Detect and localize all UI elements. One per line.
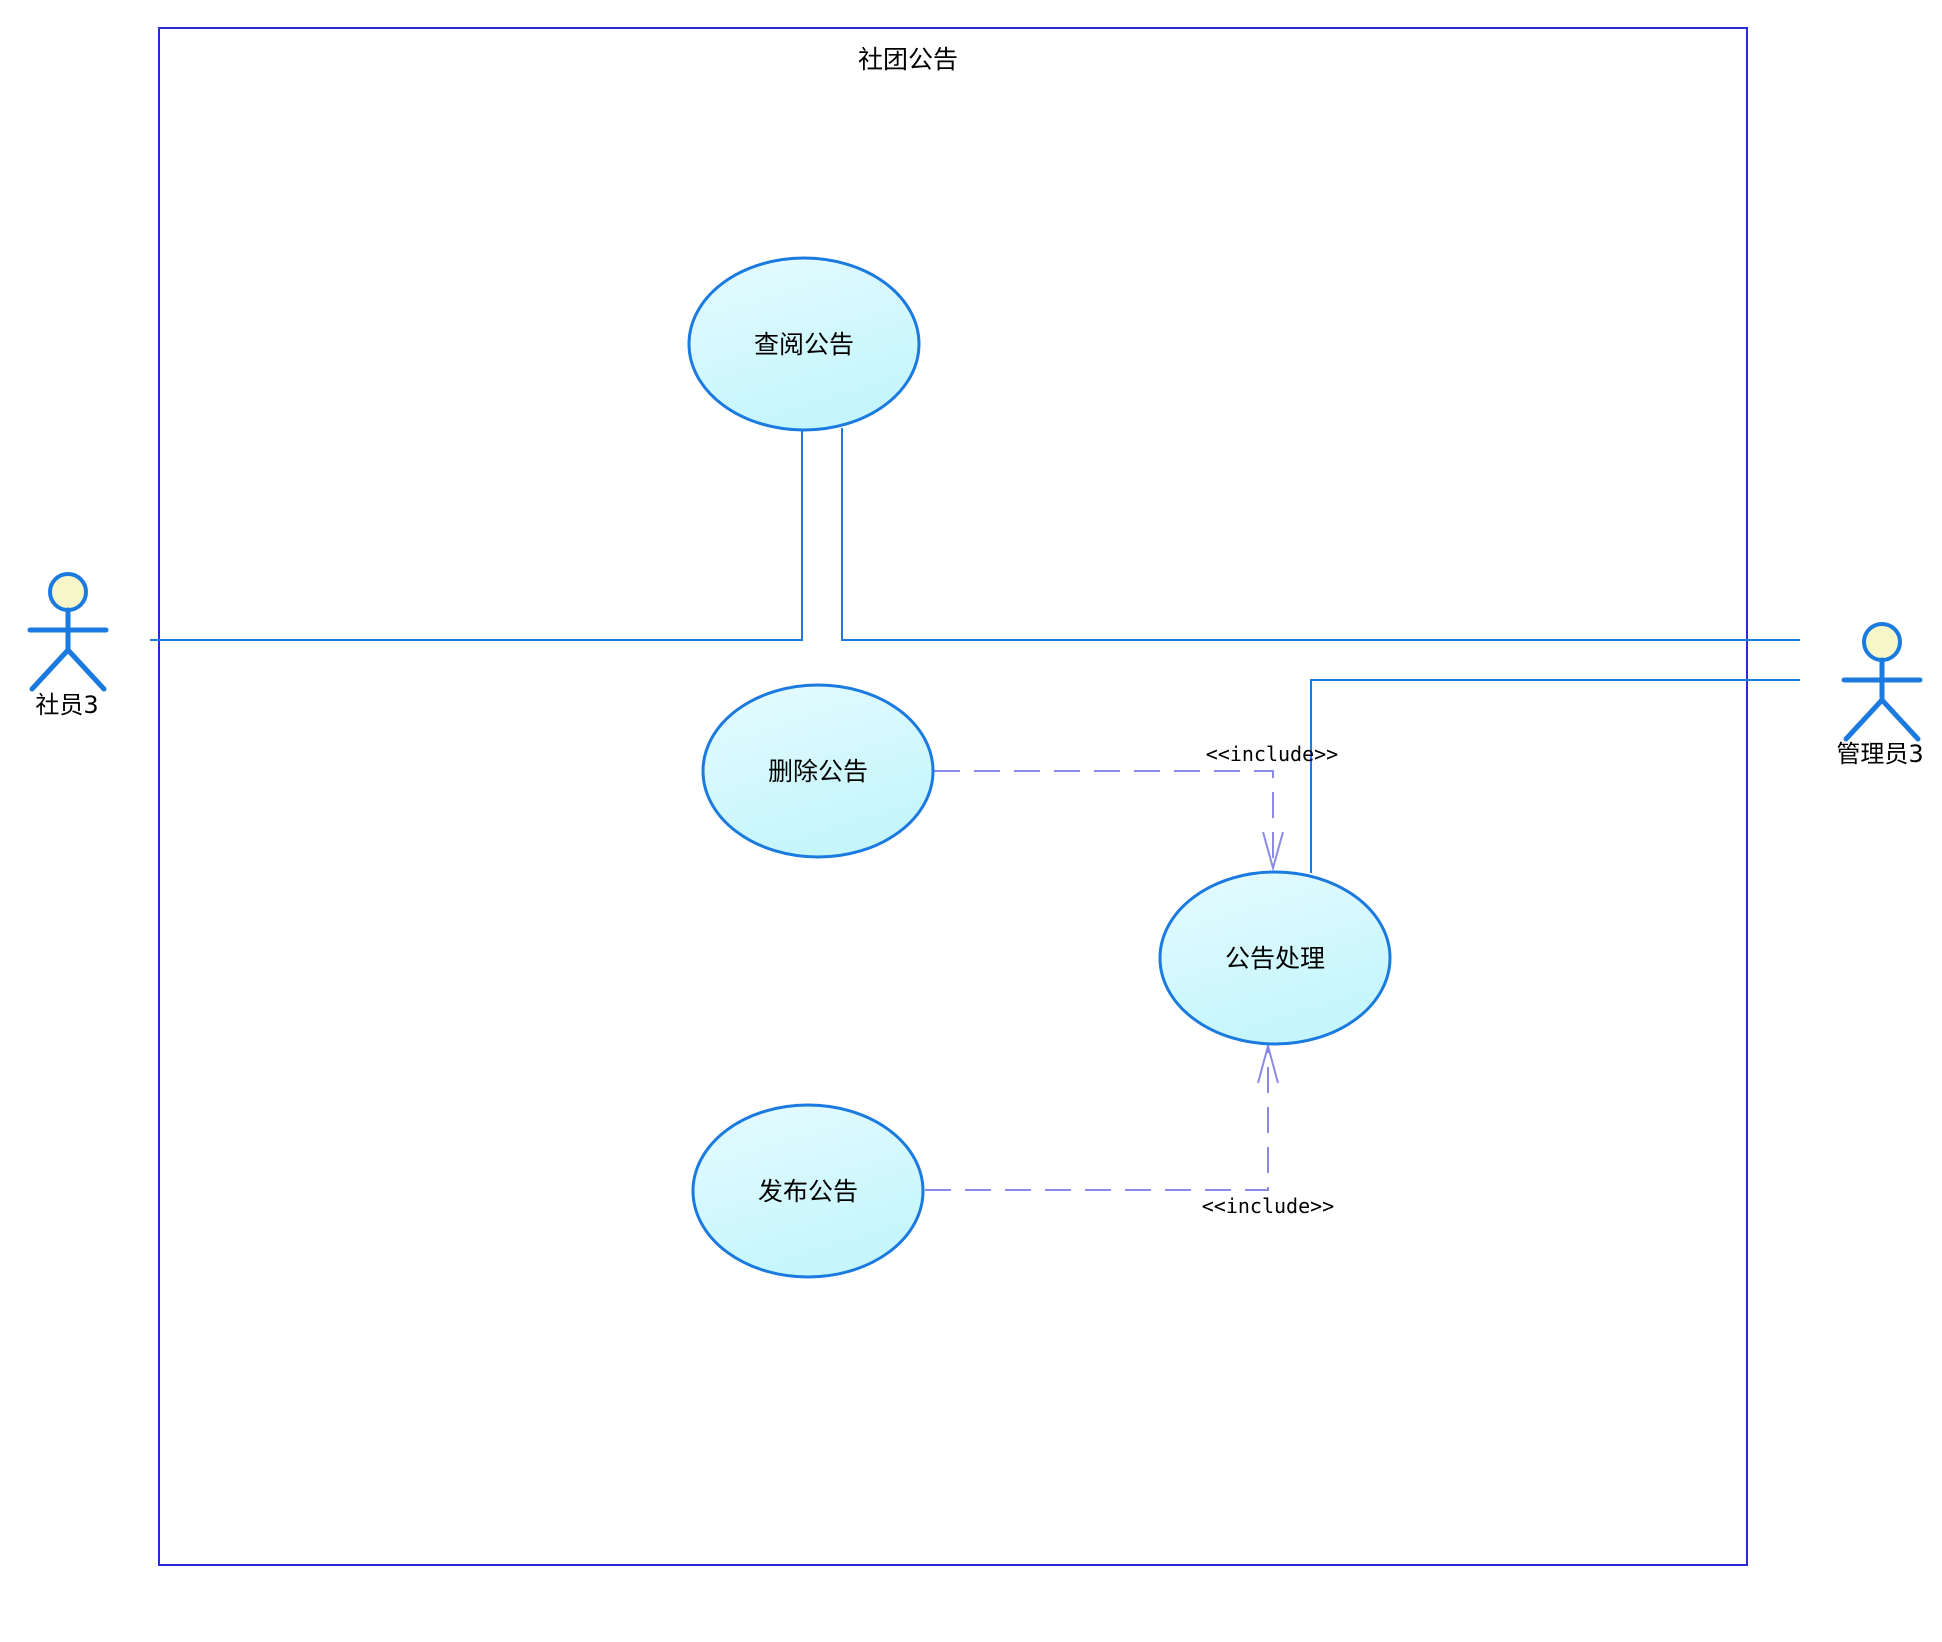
usecase-process-ellipse [1158, 870, 1392, 1046]
include-publish-arrowhead [1257, 1042, 1279, 1084]
system-boundary[interactable] [158, 27, 1748, 1566]
usecase-view-ellipse [687, 256, 921, 432]
actor-admin-label: 管理员3 [1836, 740, 1923, 768]
association-member-view[interactable] [150, 428, 803, 641]
association-admin-process[interactable] [1310, 679, 1800, 873]
system-boundary-title: 社团公告 [858, 45, 958, 74]
include-delete-arrowhead [1262, 831, 1284, 872]
include-publish-to-process[interactable] [925, 1048, 1269, 1191]
usecase-publish-label: 发布公告 [758, 1177, 858, 1206]
usecase-publish[interactable]: 发布公告 [691, 1103, 925, 1279]
actor-member-figure-icon [27, 572, 109, 692]
include-delete-stereotype: <<include>> [1206, 742, 1338, 766]
actor-admin[interactable]: 管理员3 [1836, 622, 1924, 768]
actor-member[interactable]: 社员3 [27, 572, 109, 719]
association-admin-view[interactable] [841, 428, 1800, 641]
usecase-publish-ellipse [691, 1103, 925, 1279]
usecase-view[interactable]: 查阅公告 [687, 256, 921, 432]
actor-admin-figure-icon [1841, 622, 1923, 742]
usecase-view-label: 查阅公告 [754, 330, 854, 359]
actor-member-label: 社员3 [35, 691, 98, 719]
include-publish-stereotype: <<include>> [1202, 1194, 1334, 1218]
usecase-delete-label: 删除公告 [768, 757, 868, 786]
usecase-process-label: 公告处理 [1225, 944, 1325, 973]
usecase-delete-ellipse [701, 683, 935, 859]
usecase-delete[interactable]: 删除公告 [701, 683, 935, 859]
include-delete-to-process[interactable] [934, 770, 1274, 866]
usecase-process[interactable]: 公告处理 [1158, 870, 1392, 1046]
